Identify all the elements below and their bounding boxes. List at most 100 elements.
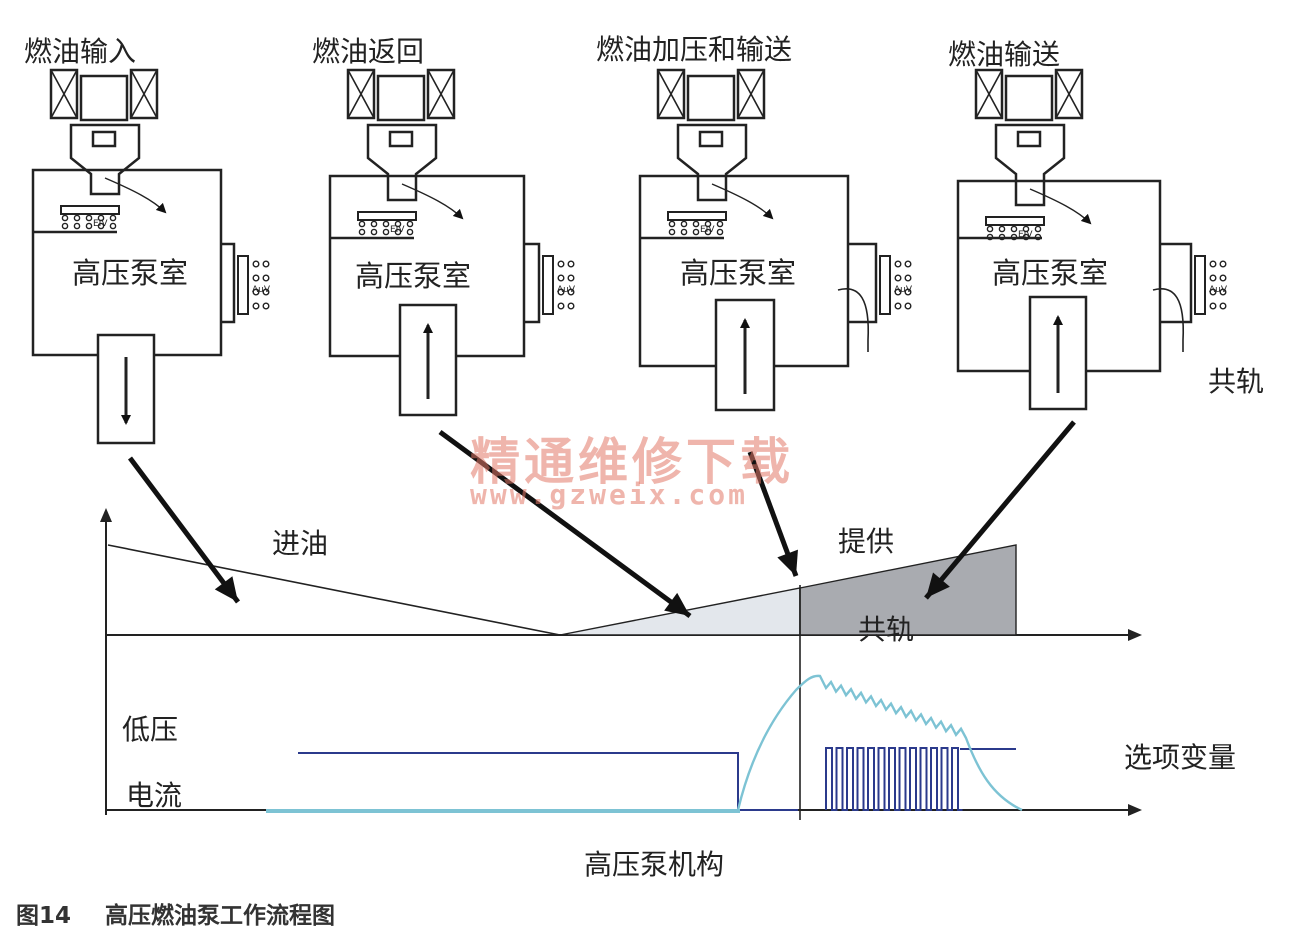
spring-coil (61, 222, 69, 230)
spring-coil (557, 274, 565, 282)
spring-coil (716, 228, 724, 236)
valve-stem (366, 123, 438, 202)
inlet-valve-plate (985, 216, 1045, 226)
spring-coil (394, 228, 402, 236)
spring-coil (406, 220, 414, 228)
spring-coil (904, 302, 912, 310)
outlet-housing (524, 242, 541, 324)
armature (79, 74, 129, 122)
coil-right-cross (737, 69, 765, 119)
spring-coil (406, 228, 414, 236)
spring-coil (358, 220, 366, 228)
spring-coil (382, 220, 390, 228)
spring-coil (252, 288, 260, 296)
timing-y-arrowhead (100, 508, 112, 522)
inlet-valve-plate (667, 211, 727, 221)
pointer-arrows (128, 420, 1076, 619)
caption-text: 高压燃油泵工作流程图 (105, 903, 336, 929)
spring-coil (904, 260, 912, 268)
coil-right (426, 68, 456, 120)
spring-coil (73, 222, 81, 230)
spring-coil (1219, 288, 1227, 296)
coil-right (129, 68, 159, 120)
spring-coil (262, 302, 270, 310)
inlet-valve-label: EIV (1018, 230, 1033, 240)
chamber-label-2: 高压泵室 (355, 259, 472, 293)
coil-left (656, 68, 686, 120)
upper-axis-arrowhead (1128, 629, 1142, 641)
pointer-arrowhead-1 (214, 576, 238, 602)
spring-coil (668, 228, 676, 236)
spring-coil (1034, 225, 1042, 233)
stem-cap (91, 130, 117, 148)
spring-coil (252, 260, 260, 268)
armature (686, 74, 736, 122)
spring-coil (1219, 274, 1227, 282)
stage-title-1: 燃油输入 (24, 35, 137, 68)
spring-coil (109, 214, 117, 222)
spring-coil (61, 214, 69, 222)
outlet-valve-plate (1194, 255, 1206, 315)
coil-left-cross (50, 69, 78, 119)
pointer-arrow-2 (438, 429, 692, 619)
spring-coil (998, 233, 1006, 241)
rail-pipe (837, 288, 870, 352)
spring-coil (567, 274, 575, 282)
spring-coil (1209, 260, 1217, 268)
spring-coil (894, 274, 902, 282)
flow-arrow (401, 183, 464, 220)
pointer-arrowhead-2 (664, 592, 690, 616)
spring-coil (85, 214, 93, 222)
spring-coil (680, 220, 688, 228)
coil-right (736, 68, 766, 120)
figure-caption: 图14 高压燃油泵工作流程图 (16, 896, 335, 930)
spring-coil (109, 222, 117, 230)
spring-coil (704, 228, 712, 236)
spring-coil (262, 288, 270, 296)
spring-coil (370, 220, 378, 228)
low-pressure-label: 低压 (122, 713, 179, 746)
spring-coil (904, 288, 912, 296)
spring-coil (1219, 260, 1227, 268)
outlet-valve-plate (879, 255, 891, 315)
spring-coil (1022, 225, 1030, 233)
coil-left-cross (347, 69, 375, 119)
spring-coil (370, 228, 378, 236)
valve-stem (676, 123, 748, 202)
spring-coil (567, 260, 575, 268)
coil-left (346, 68, 376, 120)
coil-left-cross (657, 69, 685, 119)
outlet-valve-label: AuV (894, 285, 913, 295)
spring-coil (557, 302, 565, 310)
rail-fill-label: 共轨 (858, 613, 915, 646)
caption-number: 图14 (16, 903, 72, 929)
armature (376, 74, 426, 122)
flow-arrow (104, 177, 167, 214)
spring-coil (1010, 225, 1018, 233)
lower-axis-arrowhead (1128, 804, 1142, 816)
variable-label: 选项变量 (1124, 741, 1237, 774)
stem-cap (388, 130, 414, 148)
spring-coil (557, 260, 565, 268)
coil-right-cross (427, 69, 455, 119)
spring-coil (1034, 233, 1042, 241)
spring-coil (262, 274, 270, 282)
watermark-name: 精通维修下载 (470, 433, 794, 491)
stage-title-2: 燃油返回 (312, 35, 425, 68)
outlet-housing (848, 242, 878, 324)
spring-coil (73, 214, 81, 222)
spring-coil (1022, 233, 1030, 241)
coil-right (1054, 68, 1084, 120)
spring-coil (894, 288, 902, 296)
spring-coil (1209, 288, 1217, 296)
inlet-valve-label: EIV (390, 225, 405, 235)
spring-coil (692, 220, 700, 228)
coil-left (49, 68, 79, 120)
spring-coil (85, 222, 93, 230)
spring-coil (680, 228, 688, 236)
timing-chart (100, 508, 1142, 820)
